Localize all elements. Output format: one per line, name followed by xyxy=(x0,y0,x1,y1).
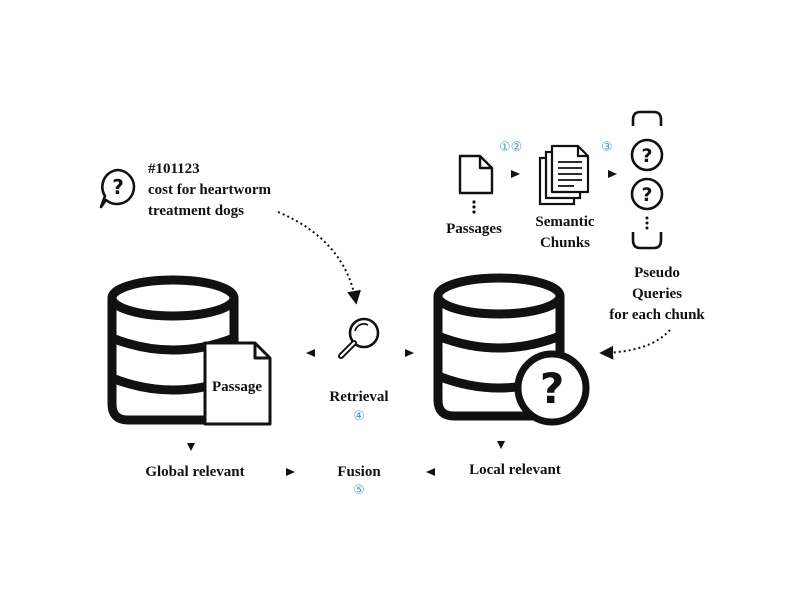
retrieval-to-local-arrow xyxy=(405,349,414,357)
document-icon xyxy=(458,154,494,214)
magnifier-icon xyxy=(338,317,380,359)
passage-document-icon xyxy=(203,341,272,426)
query-id: #101123 xyxy=(148,161,200,177)
chunks-to-pseudo-arrow xyxy=(608,170,617,178)
query-to-retrieval-arrow xyxy=(277,211,361,305)
step-four: ④ xyxy=(353,409,365,424)
local-relevant-label: Local relevant xyxy=(469,462,561,478)
step-three: ③ xyxy=(601,140,613,155)
svg-text:?: ? xyxy=(641,184,652,206)
local-db-down-arrow xyxy=(497,441,505,449)
local-to-fusion-arrow xyxy=(426,468,435,476)
query-line-2: treatment dogs xyxy=(148,203,244,219)
stacked-documents-icon xyxy=(538,144,590,206)
step-one-two: ①② xyxy=(499,140,523,155)
global-to-fusion-arrow xyxy=(286,468,295,476)
semantic-chunks-label-line2: Chunks xyxy=(539,235,591,251)
retrieval-label: Retrieval xyxy=(329,389,389,405)
passages-to-chunks-arrow xyxy=(511,170,520,178)
semantic-chunks-label-line1: Semantic xyxy=(535,214,595,230)
speech-bubble-question-icon: ? xyxy=(99,168,136,209)
query-line-1: cost for heartworm xyxy=(148,182,272,198)
pseudo-queries-label-line1: Pseudo xyxy=(634,265,680,281)
question-badge-icon: ? xyxy=(514,350,590,426)
global-db-down-arrow xyxy=(187,443,195,451)
step-five: ⑤ xyxy=(353,483,365,498)
pseudo-queries-label-line2: Queries xyxy=(632,286,682,302)
pseudo-queries-label-line3: for each chunk xyxy=(609,307,705,323)
global-relevant-label: Global relevant xyxy=(145,464,245,480)
svg-text:?: ? xyxy=(641,145,652,167)
fusion-label: Fusion xyxy=(337,464,381,480)
passages-label: Passages xyxy=(446,221,502,237)
svg-text:?: ? xyxy=(540,364,564,413)
pseudo-to-local-arrow xyxy=(599,329,671,360)
pseudo-queries-capsule-icon: ? ? xyxy=(630,110,664,250)
svg-text:?: ? xyxy=(112,175,124,199)
retrieval-to-global-arrow xyxy=(306,349,315,357)
passage-doc-label: Passage xyxy=(212,379,262,395)
